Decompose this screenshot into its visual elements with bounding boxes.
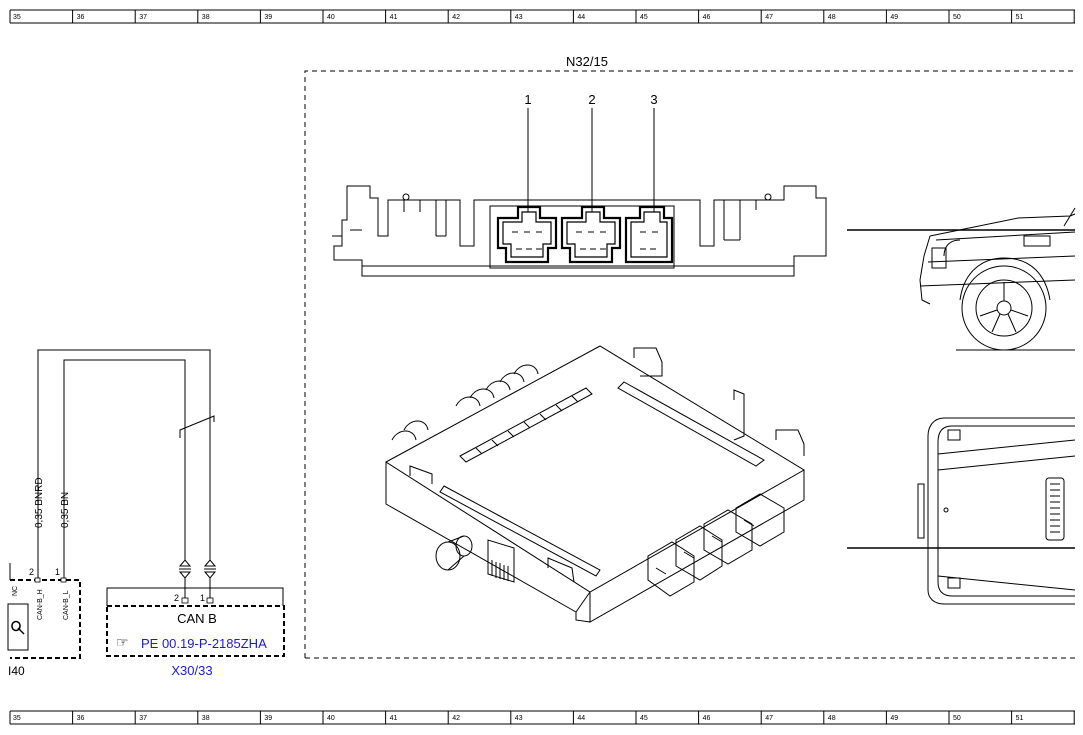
ruler-column-number: 43 — [515, 715, 523, 722]
ruler-column-number: 49 — [890, 715, 898, 722]
ruler-column-number: 41 — [390, 715, 398, 722]
ruler-column-number: 43 — [515, 14, 523, 21]
connector-id-link[interactable]: X30/33 — [171, 663, 212, 678]
nc-label: NC — [12, 586, 19, 596]
ruler-column-number: 49 — [890, 14, 898, 21]
ruler-column-number: 44 — [577, 715, 585, 722]
ruler-column-number: 38 — [202, 14, 210, 21]
component-id: I40 — [8, 664, 25, 678]
ruler-column-number: 36 — [77, 715, 85, 722]
ruler-column-number: 48 — [828, 715, 836, 722]
pin-2-label: 2 — [29, 567, 34, 577]
module-front-view — [332, 185, 827, 277]
ruler-column-number: 44 — [577, 14, 585, 21]
can-l-label: CAN-B_L — [63, 590, 70, 620]
ruler-column-number: 39 — [264, 14, 272, 21]
can-pin-1-label: 1 — [200, 593, 205, 603]
module-boundary — [304, 70, 1075, 659]
module-isometric-view — [385, 345, 805, 623]
ruler-column-number: 40 — [327, 14, 335, 21]
ruler-column-number: 47 — [765, 715, 773, 722]
ruler-column-number: 42 — [452, 715, 460, 722]
ruler-column-number: 51 — [1016, 715, 1024, 722]
connector-label-1: 1 — [524, 92, 531, 107]
pin-1-label: 1 — [55, 567, 60, 577]
ruler-column-number: 37 — [139, 14, 147, 21]
ruler-column-number: 38 — [202, 715, 210, 722]
reference-link[interactable]: ☞ PE 00.19-P-2185ZHA — [116, 634, 267, 651]
wire-label-bn: 0,35 BN — [60, 492, 71, 528]
ruler-column-number: 48 — [828, 14, 836, 21]
module-designation: N32/15 — [566, 54, 608, 69]
top-ruler: 35 36 37 38 39 40 41 42 43 44 45 46 47 48 49 50 51 — [9, 9, 1075, 24]
ruler-column-number: 45 — [640, 715, 648, 722]
connector-label-3: 3 — [650, 92, 657, 107]
can-b-block: 2 1 CAN B ☞ PE 00.19-P-2185ZHA X30/33 — [106, 587, 285, 678]
connector-label-2: 2 — [588, 92, 595, 107]
ruler-column-number: 35 — [13, 14, 21, 21]
ruler-column-number: 50 — [953, 14, 961, 21]
pointing-hand-icon: ☞ — [116, 634, 129, 650]
can-wiring — [37, 349, 217, 598]
ruler-column-number: 51 — [1016, 14, 1024, 21]
ruler-column-number: 47 — [765, 14, 773, 21]
ruler-column-number: 46 — [703, 14, 711, 21]
connector-callouts: 1 2 3 — [524, 92, 658, 212]
bottom-ruler: 35 36 37 38 39 40 41 42 43 44 45 46 47 48 49 50 51 — [9, 710, 1075, 725]
ruler-column-number: 39 — [264, 715, 272, 722]
ruler-column-number: 46 — [703, 715, 711, 722]
can-pin-2-label: 2 — [174, 593, 179, 603]
ruler-column-number: 41 — [390, 14, 398, 21]
can-h-label: CAN-B_H — [37, 589, 44, 620]
ruler-column-number: 45 — [640, 14, 648, 21]
ruler-column-number: 35 — [13, 715, 21, 722]
reference-link-text[interactable]: PE 00.19-P-2185ZHA — [141, 636, 267, 651]
ruler-column-number: 40 — [327, 715, 335, 722]
vehicle-side-view — [847, 207, 1076, 351]
ruler-column-number: 50 — [953, 715, 961, 722]
ruler-column-number: 37 — [139, 715, 147, 722]
ruler-column-number: 42 — [452, 14, 460, 21]
wire-label-bnrd: 0,35 BNRD — [34, 477, 45, 528]
can-b-title: CAN B — [177, 611, 217, 626]
ruler-column-number: 36 — [77, 14, 85, 21]
vehicle-top-view — [847, 417, 1076, 605]
control-unit-block: 2 1 NC CAN-B_H CAN-B_L I40 — [7, 563, 81, 678]
